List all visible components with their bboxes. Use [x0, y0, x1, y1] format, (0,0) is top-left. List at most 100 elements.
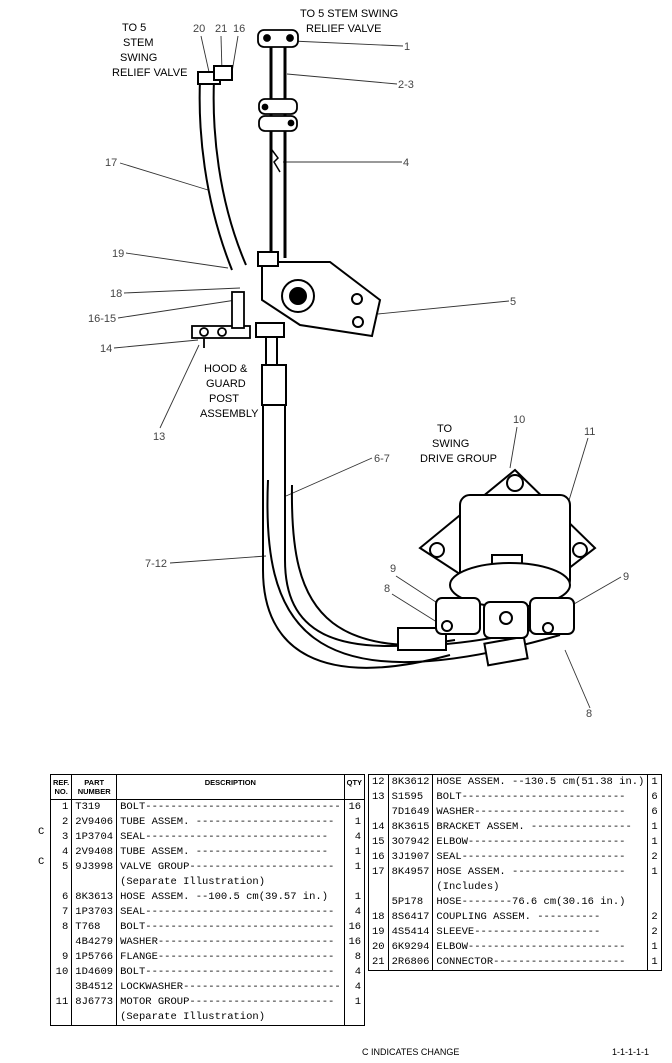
cell-ref: 7 — [50, 905, 73, 920]
callout-swing-line2: SWING — [432, 438, 469, 450]
hose-main — [261, 337, 561, 669]
cell-qty: 1 — [651, 941, 658, 953]
cell-part: 8J6773 — [71, 995, 118, 1010]
label-7-12: 7-12 — [145, 558, 167, 570]
table-row: (Separate Illustration) — [50, 875, 365, 890]
cell-qty: 16 — [348, 801, 362, 813]
cell-ref — [50, 875, 73, 890]
label-14: 14 — [100, 343, 112, 355]
cell-part: 3O7942 — [388, 835, 434, 850]
cell-desc: HOSE ASSEM. --100.5 cm(39.57 in.) — [116, 890, 345, 905]
cell-qty: 1 — [354, 891, 362, 903]
cell-part: 1P5766 — [71, 950, 118, 965]
cell-ref: 5 — [50, 860, 73, 875]
cell-part: 4B4279 — [71, 935, 118, 950]
cell-desc: WASHER------------------------ — [432, 805, 649, 820]
table-row: (Separate Illustration) — [50, 1010, 365, 1026]
label-6-7: 6-7 — [374, 453, 390, 465]
table-row: (Includes) — [368, 880, 662, 895]
cell-desc: ELBOW------------------------- — [432, 835, 649, 850]
cell-desc: MOTOR GROUP----------------------- — [116, 995, 345, 1010]
callout-swing-line3: DRIVE GROUP — [420, 453, 497, 465]
callout-to5-top-line2: RELIEF VALVE — [306, 23, 381, 35]
callout-hood-line4: ASSEMBLY — [200, 408, 259, 420]
cell-ref: 18 — [368, 910, 389, 925]
cell-qty: 8 — [354, 951, 362, 963]
cell-qty: 1 — [651, 776, 658, 788]
cell-part: 2V9406 — [71, 815, 118, 830]
label-19: 19 — [112, 248, 124, 260]
valve-group — [255, 251, 382, 338]
cell-qty: 6 — [651, 791, 658, 803]
cell-part: 8K3612 — [388, 774, 434, 790]
cell-qty: 2 — [651, 851, 658, 863]
label-8-bottom: 8 — [586, 708, 592, 720]
cell-desc: WASHER---------------------------- — [116, 935, 345, 950]
cell-ref: 19 — [368, 925, 389, 940]
cell-desc: (Separate Illustration) — [116, 1010, 345, 1026]
cell-part: 6K9294 — [388, 940, 434, 955]
cell-ref — [50, 1010, 73, 1026]
change-note: C INDICATES CHANGE — [362, 1047, 460, 1057]
callout-to5-left-line2: STEM — [123, 37, 154, 49]
cell-ref: 21 — [368, 955, 389, 971]
cell-ref: 8 — [50, 920, 73, 935]
cell-desc: (Includes) — [432, 880, 649, 895]
cell-ref: 3 — [50, 830, 73, 845]
cell-part — [71, 1010, 118, 1026]
cell-ref: 2 — [50, 815, 73, 830]
cell-qty: 2 — [651, 911, 658, 923]
cell-desc: HOSE--------76.6 cm(30.16 in.) — [432, 895, 649, 910]
cell-part: 8K3613 — [71, 890, 118, 905]
motor-group — [418, 468, 597, 639]
cell-ref — [368, 805, 389, 820]
cell-desc: TUBE ASSEM. ---------------------- — [116, 815, 345, 830]
cell-part: T768 — [71, 920, 118, 935]
cell-part: 4S5414 — [388, 925, 434, 940]
cell-ref: 6 — [50, 890, 73, 905]
cell-qty: 6 — [651, 806, 658, 818]
label-11: 11 — [584, 426, 595, 438]
callout-to5-left-line3: SWING — [120, 52, 157, 64]
cell-part: 3J1907 — [388, 850, 434, 865]
cell-ref — [368, 895, 389, 910]
cell-part: 2V9408 — [71, 845, 118, 860]
cell-part: 3B4512 — [71, 980, 118, 995]
hose-17 — [197, 65, 247, 271]
cell-part: 2R6806 — [388, 955, 434, 971]
cell-desc: SEAL-------------------------- — [432, 850, 649, 865]
cell-desc: BRACKET ASSEM. ---------------- — [432, 820, 649, 835]
cell-qty: 1 — [651, 836, 658, 848]
cell-ref: 20 — [368, 940, 389, 955]
cell-part: S1595 — [388, 790, 434, 805]
cell-qty: 4 — [354, 981, 362, 993]
cell-qty: 1 — [651, 956, 658, 968]
cell-desc: FLANGE---------------------------- — [116, 950, 345, 965]
cell-ref: 11 — [50, 995, 73, 1010]
cell-desc: (Separate Illustration) — [116, 875, 345, 890]
cell-part: 5P178 — [388, 895, 434, 910]
cell-ref: 13 — [368, 790, 389, 805]
label-8-left: 8 — [384, 583, 390, 595]
header-desc: DESCRIPTION — [116, 774, 345, 800]
change-marker-4: C — [38, 856, 45, 868]
cell-part: T319 — [71, 799, 118, 815]
tube-assembly-top — [257, 29, 299, 258]
leader-lines — [113, 35, 622, 709]
label-2-3: 2-3 — [398, 79, 414, 91]
